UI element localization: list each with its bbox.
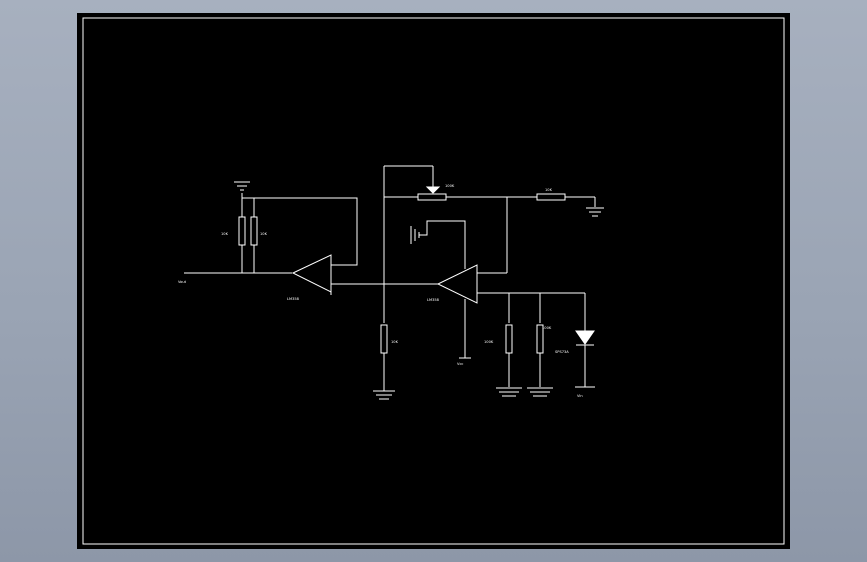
ground-symbol-right-b [527, 387, 553, 397]
potentiometer-wiper [425, 186, 441, 194]
label-r-bottom: 10K [391, 340, 399, 344]
ground-symbol-middle [410, 220, 466, 269]
label-r-out-a: 100K [484, 340, 494, 344]
label-r-out-b: 100K [542, 326, 552, 330]
label-pot: 100K [445, 184, 455, 188]
resistor-input-a [238, 216, 246, 246]
label-vin: Vin [577, 394, 583, 398]
drawing-sheet: Vout 10K 10K LM358 100K 10K LM358 10K Vc… [77, 13, 790, 549]
wiring [184, 165, 604, 400]
circuit-schematic: Vout 10K 10K LM358 100K 10K LM358 10K Vc… [82, 17, 785, 545]
resistor-output-a [505, 324, 513, 354]
label-diode: SPS73A [555, 350, 569, 354]
ground-symbol-right-top [586, 207, 604, 217]
opamp-left [291, 254, 332, 293]
resistor-top [536, 193, 566, 201]
resistor-input-b [250, 216, 258, 246]
label-vcc: Vcc [457, 362, 463, 366]
label-r-input-b: 10K [260, 232, 268, 236]
ground-symbol-middle-bottom [373, 390, 395, 400]
label-r-top: 10K [545, 188, 553, 192]
opamp-right [436, 264, 478, 304]
label-r-input-a: 10K [221, 232, 229, 236]
label-opamp-left: LM358 [287, 297, 300, 301]
ground-symbol-right-a [496, 387, 522, 397]
potentiometer [417, 193, 447, 201]
label-opamp-right: LM358 [427, 298, 440, 302]
zener-diode [575, 330, 595, 345]
label-vout: Vout [178, 280, 187, 284]
resistor-bottom [380, 324, 388, 354]
ground-symbol-top-left [234, 181, 250, 191]
drawing-frame [82, 17, 785, 545]
